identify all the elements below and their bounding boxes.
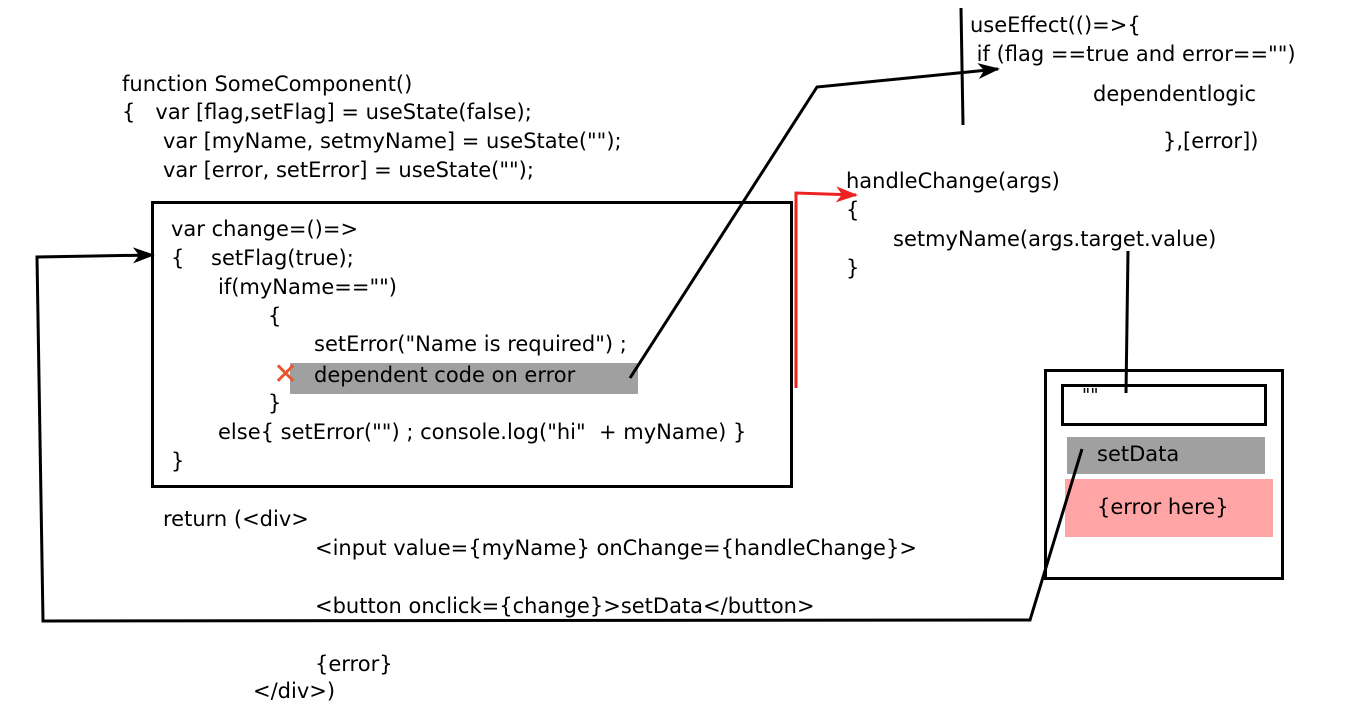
useeffect-bar <box>959 7 965 126</box>
change-line-dependent: dependent code on error <box>314 363 576 387</box>
change-line-decl: var change=()=> <box>171 217 359 241</box>
return-line-button: <button onclick={change}>setData</button… <box>315 594 815 618</box>
ui-mock-error-label: {error here} <box>1097 495 1229 519</box>
ui-mock-input[interactable]: "" <box>1061 384 1267 426</box>
change-line-seterror: setError("Name is required") ; <box>314 332 627 356</box>
handlechange-line-setname: setmyName(args.target.value) <box>893 227 1217 251</box>
setname-to-input-connector <box>1124 250 1130 394</box>
button-to-change-connector <box>35 247 1084 623</box>
change-line-close-brace: } <box>268 391 282 415</box>
useeffect-line-logic: dependentlogic <box>1093 82 1256 106</box>
ui-mock-input-value: "" <box>1082 385 1099 406</box>
useeffect-line-deps: },[error]) <box>1163 129 1259 153</box>
change-line-end: } <box>171 449 185 473</box>
return-line-error: {error} <box>315 652 393 676</box>
return-line-input: <input value={myName} onChange={handleCh… <box>315 536 917 560</box>
ui-mock-error-area: {error here} <box>1065 479 1273 537</box>
useeffect-line-decl: useEffect(()=>{ <box>970 13 1141 37</box>
ui-mock-setdata-label: setData <box>1097 442 1180 466</box>
dependent-to-useeffect-arrow <box>628 63 1000 379</box>
return-line-close: </div>) <box>253 679 336 703</box>
change-line-if: if(myName=="") <box>218 275 397 299</box>
state-line-flag: { var [flag,setFlag] = useState(false); <box>122 100 532 124</box>
useeffect-line-if: if (flag ==true and error=="") <box>970 42 1296 66</box>
component-signature: function SomeComponent() <box>122 72 413 96</box>
ui-mock-setdata-button[interactable]: setData <box>1067 437 1265 474</box>
x-mark-icon: ✕ <box>273 357 299 392</box>
handlechange-line-open: { <box>846 198 860 222</box>
change-function-box <box>151 201 793 488</box>
state-line-error: var [error, setError] = useState(""); <box>163 158 534 182</box>
handlechange-line-decl: handleChange(args) <box>846 169 1060 193</box>
change-line-open-brace: { <box>268 304 282 328</box>
change-line-else: else{ setError("") ; console.log("hi" + … <box>218 420 747 444</box>
handlechange-line-close: } <box>846 256 860 280</box>
return-line-div: return (<div> <box>163 507 309 531</box>
change-line-setflag: { setFlag(true); <box>171 246 354 270</box>
red-handlechange-arrow <box>794 186 858 388</box>
ui-mock-frame <box>1044 369 1284 580</box>
dependent-code-highlight <box>290 363 638 394</box>
state-line-myname: var [myName, setmyName] = useState(""); <box>163 129 622 153</box>
